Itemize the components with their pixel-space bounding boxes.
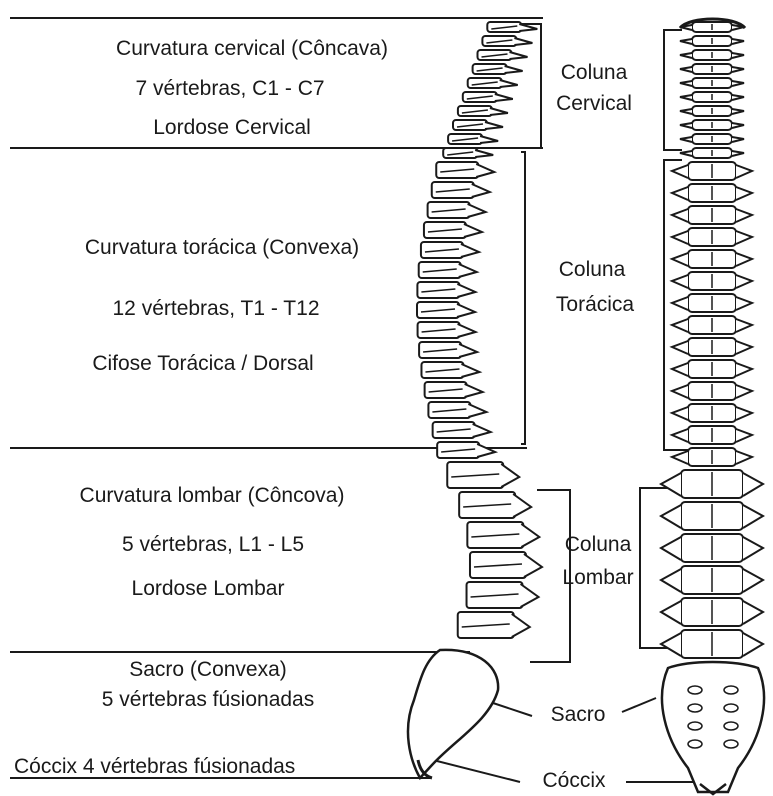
lateral-vertebra [421, 242, 479, 258]
bracket-thoracic-left [521, 152, 525, 444]
coccix-callout-label: Cóccix [542, 770, 605, 791]
frontal-vertebra [661, 470, 763, 498]
frontal-vertebra [672, 228, 752, 246]
lateral-vertebra [433, 422, 491, 438]
lateral-vertebra [447, 462, 519, 488]
cervical-lordosis-label: Lordose Cervical [153, 117, 311, 138]
frontal-vertebra [680, 134, 744, 144]
column-cervical-label-1: Coluna [561, 62, 628, 83]
lumbar-vertebrae-label: 5 vértebras, L1 - L5 [122, 534, 304, 555]
lateral-vertebra [458, 612, 530, 638]
frontal-vertebra [672, 426, 752, 444]
frontal-vertebra [680, 36, 744, 46]
frontal-vertebra [661, 534, 763, 562]
frontal-vertebra [661, 566, 763, 594]
frontal-vertebra [672, 316, 752, 334]
sacro-leader-right [622, 698, 656, 712]
sacrum-curvature-label: Sacro (Convexa) [129, 659, 287, 680]
column-thoracic-label-1: Coluna [559, 259, 626, 280]
bracket-cervical-right [664, 30, 682, 150]
thoracic-vertebrae-label: 12 vértebras, T1 - T12 [113, 298, 320, 319]
frontal-vertebra [661, 630, 763, 658]
sacrum-vertebrae-label: 5 vértebras fúsionadas [102, 689, 314, 710]
lateral-vertebra [470, 552, 542, 578]
lateral-spine-view [408, 22, 542, 778]
lateral-vertebra [421, 362, 479, 378]
cervical-curvature-label: Curvatura cervical (Côncava) [116, 38, 388, 59]
column-lumbar-label-1: Coluna [565, 534, 632, 555]
lateral-vertebra [428, 402, 486, 418]
lateral-vertebra [463, 92, 513, 102]
lateral-vertebra [436, 162, 494, 178]
lateral-vertebra [448, 134, 498, 144]
lateral-vertebra [417, 302, 475, 318]
frontal-vertebra [672, 162, 752, 180]
lateral-vertebra [453, 120, 503, 130]
lateral-vertebra [428, 202, 486, 218]
frontal-vertebra [672, 250, 752, 268]
frontal-sacrum [662, 662, 764, 792]
frontal-vertebra [672, 382, 752, 400]
lumbar-curvature-label: Curvatura lombar (Côncova) [80, 485, 345, 506]
lumbar-lordosis-label: Lordose Lombar [132, 578, 285, 599]
coccyx-label: Cóccix 4 vértebras fúsionadas [14, 756, 295, 777]
frontal-vertebra [672, 184, 752, 202]
lateral-vertebra [417, 282, 475, 298]
frontal-vertebra [672, 272, 752, 290]
frontal-vertebra [661, 502, 763, 530]
lateral-vertebra [432, 182, 490, 198]
frontal-vertebra [680, 120, 744, 130]
lateral-vertebra [467, 522, 539, 548]
column-cervical-label-2: Cervical [556, 93, 632, 114]
frontal-vertebra [672, 206, 752, 224]
thoracic-kyphosis-label: Cifose Torácica / Dorsal [92, 353, 313, 374]
lateral-vertebra [468, 78, 518, 88]
frontal-vertebra [672, 404, 752, 422]
lateral-vertebra [473, 64, 523, 74]
lateral-sacrum [408, 650, 498, 778]
column-lumbar-label-2: Lombar [562, 567, 633, 588]
lateral-vertebra [424, 222, 482, 238]
lateral-vertebra [478, 50, 528, 60]
lateral-vertebra [443, 148, 493, 158]
thoracic-curvature-label: Curvatura torácica (Convexa) [85, 237, 359, 258]
frontal-vertebra [680, 148, 744, 158]
lateral-vertebra [467, 582, 539, 608]
lateral-vertebra [437, 442, 495, 458]
lateral-vertebra [419, 342, 477, 358]
lateral-vertebra [458, 106, 508, 116]
lateral-vertebra [459, 492, 531, 518]
frontal-vertebra [672, 294, 752, 312]
frontal-vertebra [672, 360, 752, 378]
frontal-vertebra [680, 92, 744, 102]
lateral-vertebra [419, 262, 477, 278]
frontal-vertebra [680, 50, 744, 60]
sacro-leader-left [490, 702, 532, 716]
lateral-vertebra [482, 36, 532, 46]
column-thoracic-label-2: Torácica [556, 294, 634, 315]
lateral-vertebra [425, 382, 483, 398]
lateral-vertebra [418, 322, 476, 338]
frontal-vertebra [680, 106, 744, 116]
frontal-vertebra [661, 598, 763, 626]
frontal-vertebra [680, 64, 744, 74]
frontal-vertebra [680, 78, 744, 88]
sacro-callout-label: Sacro [551, 704, 606, 725]
frontal-vertebra [672, 338, 752, 356]
cervical-vertebrae-label: 7 vértebras, C1 - C7 [135, 78, 324, 99]
frontal-spine-view [661, 19, 764, 794]
coccix-leader-left [425, 758, 520, 782]
